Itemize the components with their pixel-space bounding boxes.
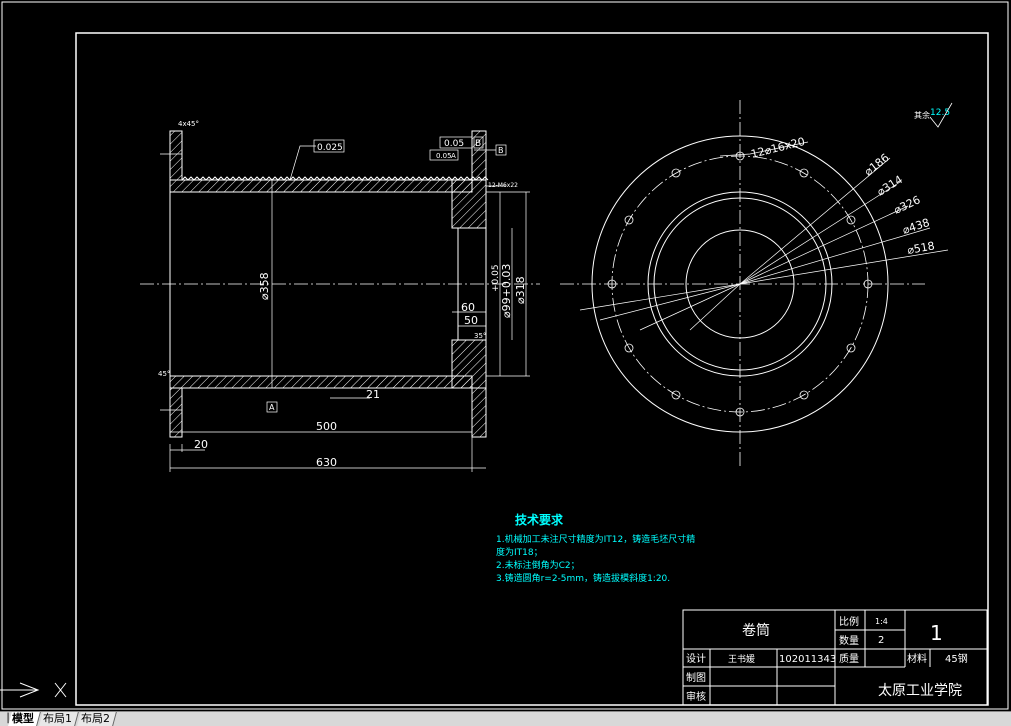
tab-layout1-label: 布局1	[43, 712, 72, 725]
student-number: 102011343	[779, 654, 836, 665]
school-name: 太原工业学院	[878, 683, 962, 699]
datum-b-label: B	[498, 146, 504, 155]
tab-layout2[interactable]: 布局2	[77, 712, 117, 726]
dim-20: 20	[194, 438, 208, 451]
draw-label: 制图	[686, 671, 706, 684]
tab-layout1[interactable]: 布局1	[39, 712, 79, 726]
designer-name: 王书媛	[728, 653, 755, 665]
dim-60: 60	[461, 301, 475, 314]
sheet-no: 1	[930, 621, 943, 645]
scale-value: 1:4	[875, 617, 888, 626]
title-block	[682, 609, 988, 706]
tech-req-line-4: 3.铸造圆角r=2-5mm，铸造拔模斜度1:20.	[496, 572, 670, 584]
parallel-tolerance: 0.05	[436, 152, 452, 160]
runout-tolerance: 0.05	[444, 139, 464, 149]
thread-note: 12-M6x22	[488, 182, 518, 189]
tech-req-title: 技术要求	[515, 512, 564, 527]
material-label: 材料	[907, 652, 927, 665]
dia-326: ⌀326	[892, 193, 923, 216]
drawing-canvas[interactable]: 0.025 0.05 B 0.05 A B A 4x45° 12-M6x22 ⌀…	[0, 0, 1011, 711]
dim-630: 630	[316, 456, 337, 469]
dim-99-tol: +0.05	[491, 264, 501, 292]
qty-value: 2	[878, 635, 884, 646]
design-label: 设计	[686, 652, 706, 665]
holes-note: 12⌀16x20	[750, 135, 807, 161]
dia-518: ⌀518	[906, 239, 935, 257]
dim-21: 21	[366, 388, 380, 401]
dim-500: 500	[316, 420, 337, 433]
angle-35: 35°	[474, 332, 486, 340]
tab-layout2-label: 布局2	[81, 712, 110, 725]
dia-314: ⌀314	[875, 173, 905, 199]
tab-nav-arrow[interactable]: ▕	[1, 714, 9, 724]
tab-model-label: 模型	[12, 712, 34, 725]
scale-label: 比例	[839, 615, 859, 628]
review-label: 审核	[686, 690, 706, 703]
dim-99: ⌀99+0.03	[500, 264, 513, 318]
roughness-other-label: 其余	[914, 110, 930, 120]
dim-318: ⌀318	[514, 276, 527, 304]
tech-req-line-2: 度为IT18；	[496, 546, 543, 558]
tab-model[interactable]: 模型	[8, 712, 41, 726]
qty-label: 数量	[839, 634, 859, 647]
outer-border	[1, 1, 1009, 710]
dim-50: 50	[464, 314, 478, 327]
end-view	[560, 100, 949, 468]
mass-label: 质量	[839, 653, 859, 665]
section-view	[140, 130, 540, 472]
tech-req-line-3: 2.未标注倒角为C2；	[496, 559, 580, 571]
dia-186: ⌀186	[862, 151, 892, 178]
angle-45: 45°	[158, 370, 170, 378]
dia-438: ⌀438	[901, 216, 931, 237]
part-name: 卷筒	[742, 622, 770, 639]
roughness-value: 12.5	[930, 108, 950, 118]
material-value: 45钢	[945, 652, 968, 665]
tech-req-line-1: 1.机械加工未注尺寸精度为IT12，铸造毛坯尺寸精	[496, 533, 695, 545]
ucs-icon	[0, 682, 67, 698]
dim-358: ⌀358	[258, 272, 271, 300]
drawing-frame	[75, 32, 989, 706]
layout-tabs: ▕ 模型 布局1 布局2	[0, 711, 1011, 726]
parallel-datum: A	[451, 152, 456, 160]
flatness-tolerance: 0.025	[317, 143, 343, 153]
datum-a-label: A	[269, 403, 275, 412]
runout-datum: B	[475, 139, 481, 149]
chamfer-note: 4x45°	[178, 120, 199, 128]
